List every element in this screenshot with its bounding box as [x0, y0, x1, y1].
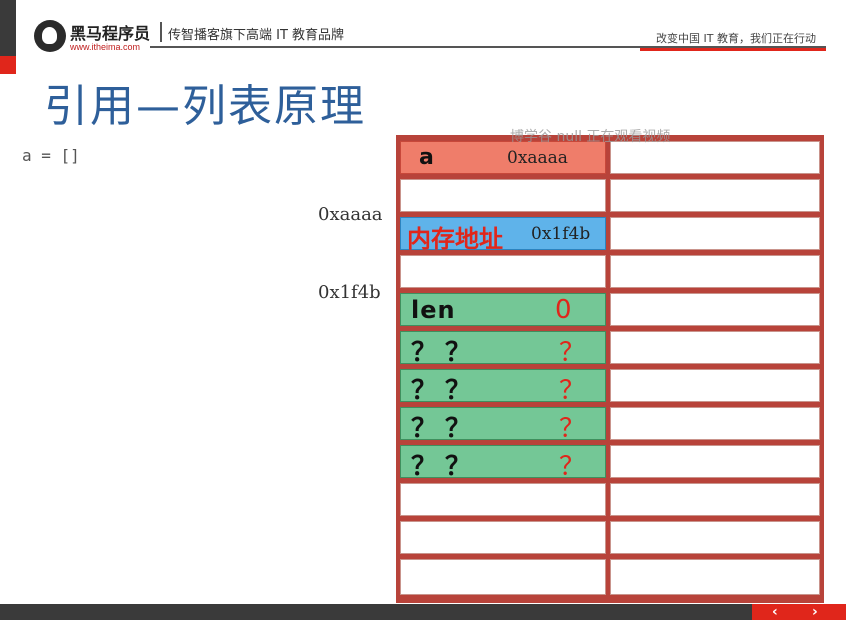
footer-nav-area: [752, 604, 846, 620]
unknown-label: ？？: [411, 376, 480, 406]
brand-name: 黑马程序员: [70, 24, 151, 43]
header-slogan: 改变中国 IT 教育，我们正在行动: [656, 32, 816, 45]
memory-cell: [610, 407, 820, 440]
memory-cell: [610, 483, 820, 516]
memory-cell: [400, 483, 606, 516]
memory-address-label: 内存地址: [407, 225, 503, 253]
code-snippet: a = []: [22, 146, 80, 165]
memory-cell-unknown: ？？ ？: [400, 407, 606, 444]
slide-title: 引用—列表原理: [44, 81, 366, 132]
unknown-label: ？？: [411, 338, 480, 368]
header-divider: [150, 46, 826, 48]
memory-cell: [610, 369, 820, 402]
memory-cell: [610, 141, 820, 174]
memory-cell: [610, 217, 820, 250]
memory-cell-unknown: ？？ ？: [400, 369, 606, 406]
unknown-value: ？: [559, 338, 586, 368]
len-label: len: [411, 296, 456, 324]
unknown-value: ？: [559, 414, 586, 444]
address-label-0xaaaa: 0xaaaa: [318, 204, 383, 225]
memory-cell: [610, 331, 820, 364]
brand-tagline: 传智播客旗下高端 IT 教育品牌: [168, 28, 345, 43]
unknown-label: ？？: [411, 414, 480, 444]
variable-name: a: [419, 145, 434, 170]
memory-cell-address: 内存地址 0x1f4b: [400, 217, 606, 253]
footer-bar: [0, 604, 846, 620]
memory-cell: [400, 521, 606, 554]
memory-cell: [400, 179, 606, 212]
memory-cell-unknown: ？？ ？: [400, 445, 606, 482]
memory-cell: [400, 255, 606, 288]
memory-grid: a 0xaaaa 内存地址 0x1f4b len 0 ？？ ？ ？？ ？ ？？ …: [396, 135, 824, 603]
len-value: 0: [555, 295, 572, 325]
header-red-divider: [640, 48, 826, 51]
memory-address-value: 0x1f4b: [531, 224, 591, 244]
memory-cell: [610, 255, 820, 288]
viewer-watermark: 博学谷 null 正在观看视频: [510, 129, 671, 145]
memory-cell: [610, 521, 820, 554]
brand-url: www.itheima.com: [70, 42, 141, 52]
memory-cell: [610, 445, 820, 478]
memory-cell: [400, 559, 606, 595]
unknown-label: ？？: [411, 452, 480, 482]
logo-icon: [34, 20, 66, 52]
memory-cell-variable-a: a 0xaaaa: [400, 141, 606, 174]
memory-cell: [610, 559, 820, 595]
address-label-0x1f4b: 0x1f4b: [318, 282, 381, 303]
memory-cell-len: len 0: [400, 293, 606, 326]
unknown-value: ？: [559, 376, 586, 406]
memory-cell-unknown: ？？ ？: [400, 331, 606, 368]
left-red-bar: [0, 56, 16, 74]
unknown-value: ？: [559, 452, 586, 482]
left-accent-bar: [0, 0, 16, 56]
memory-cell: [610, 179, 820, 212]
next-slide-icon[interactable]: ›: [812, 604, 818, 620]
prev-slide-icon[interactable]: ‹: [772, 604, 778, 620]
memory-cell: [610, 293, 820, 326]
brand-separator: [160, 22, 162, 42]
variable-ref-address: 0xaaaa: [507, 148, 568, 168]
